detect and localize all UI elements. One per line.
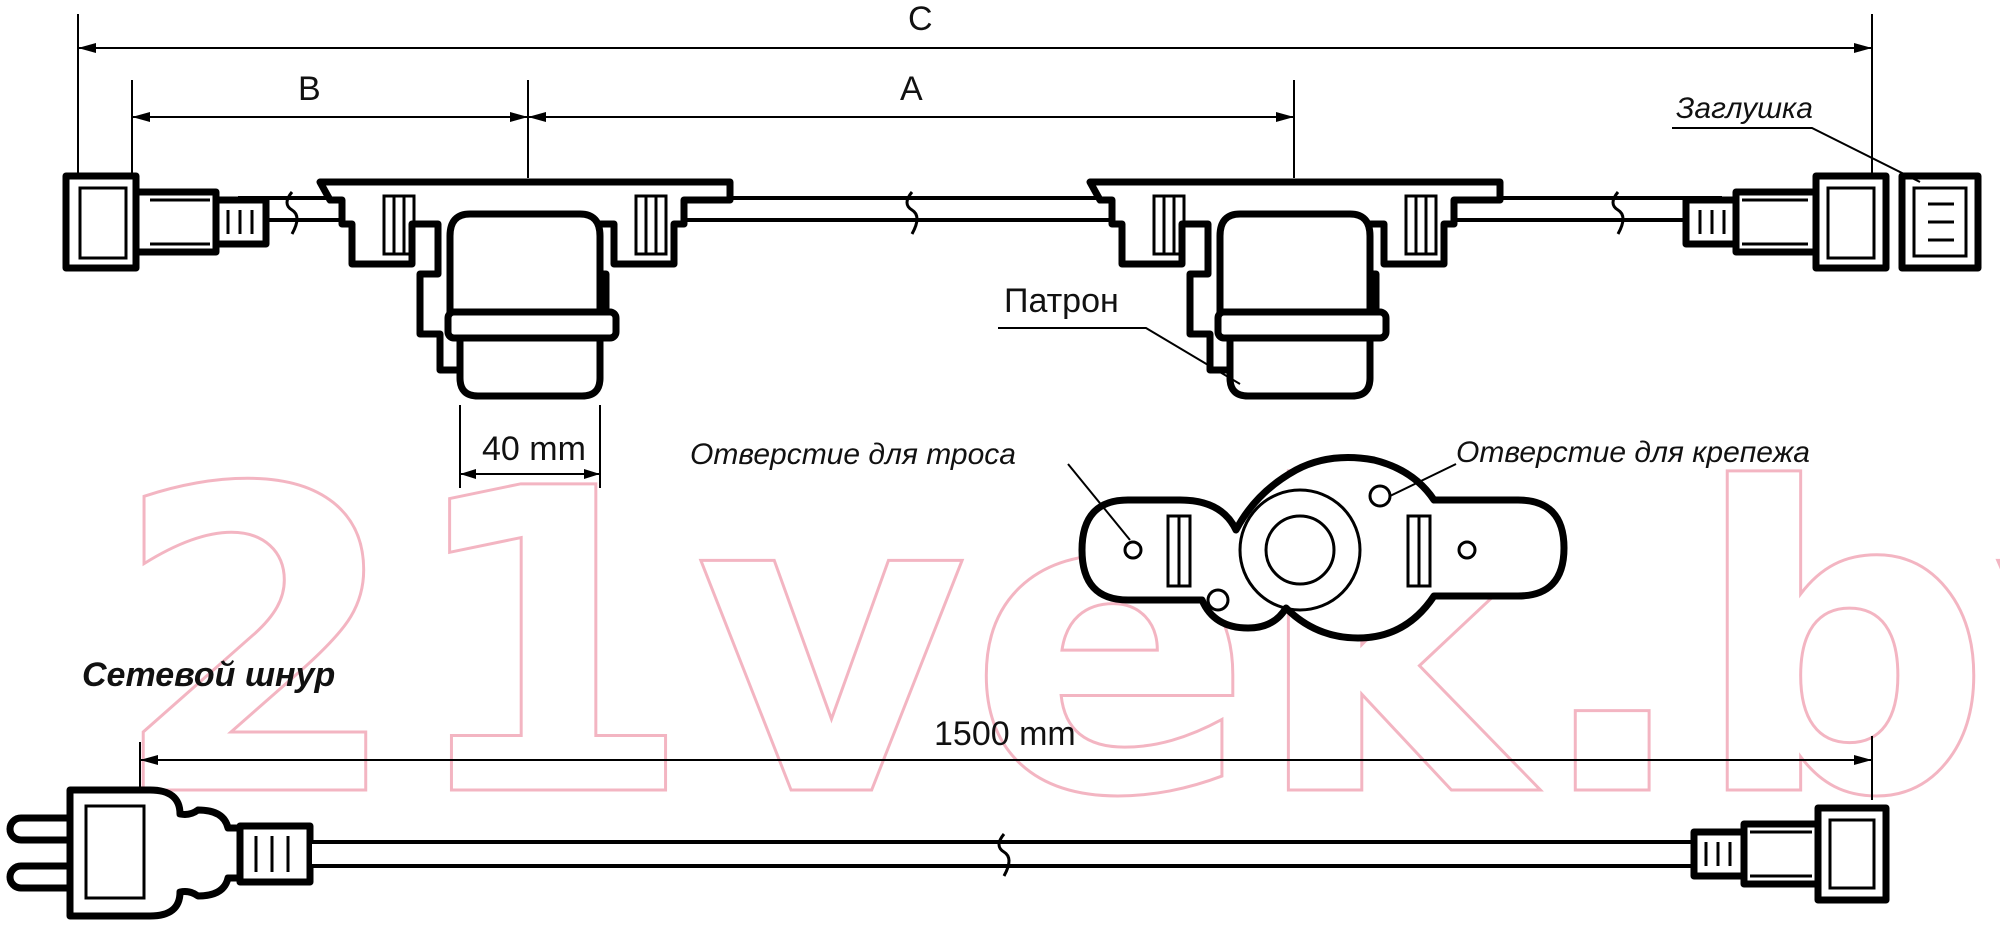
cable-break-mark-3: [1611, 191, 1625, 235]
dim-cord-length-label: 1500 mm: [934, 715, 1076, 753]
rope-hole-left: [1123, 540, 1143, 560]
mount-hole-label: Отверстие для крепежа: [1456, 436, 1810, 469]
left-connector: [62, 172, 270, 272]
socket-label: Патрон: [1004, 282, 1119, 320]
lamp-holder-1: [316, 178, 734, 400]
cable-break-mark-2: [905, 191, 919, 235]
socket-body-1: [446, 210, 604, 320]
lamp-holder-2: [1086, 178, 1504, 400]
socket-ring-2: [1214, 308, 1390, 342]
end-cap: [1898, 172, 1982, 272]
belt-light-assembly: [62, 127, 1982, 400]
dim-b-label: B: [298, 70, 321, 108]
watermark: 21vek.by: [110, 401, 2000, 890]
dimension-lines: [77, 14, 1873, 800]
dim-socket-width-label: 40 mm: [482, 430, 586, 468]
cable-break-mark-1: [285, 191, 299, 235]
rope-hole-label: Отверстие для троса: [690, 438, 1016, 471]
mount-detail: [1067, 454, 1568, 642]
socket-cap-1: [456, 334, 604, 400]
socket-body-2: [1216, 210, 1374, 320]
dim-c-label: C: [908, 0, 933, 38]
power-cord-label: Сетевой шнур: [82, 656, 335, 694]
plug-cap-label: Заглушка: [1676, 92, 1813, 125]
right-connector: [1682, 172, 1890, 272]
rope-hole-right: [1457, 540, 1477, 560]
socket-ring-1: [444, 308, 620, 342]
socket-cap-2: [1226, 334, 1374, 400]
center-hole: [1264, 514, 1336, 586]
power-cord: [6, 786, 1890, 920]
dim-a-label: A: [900, 70, 923, 108]
